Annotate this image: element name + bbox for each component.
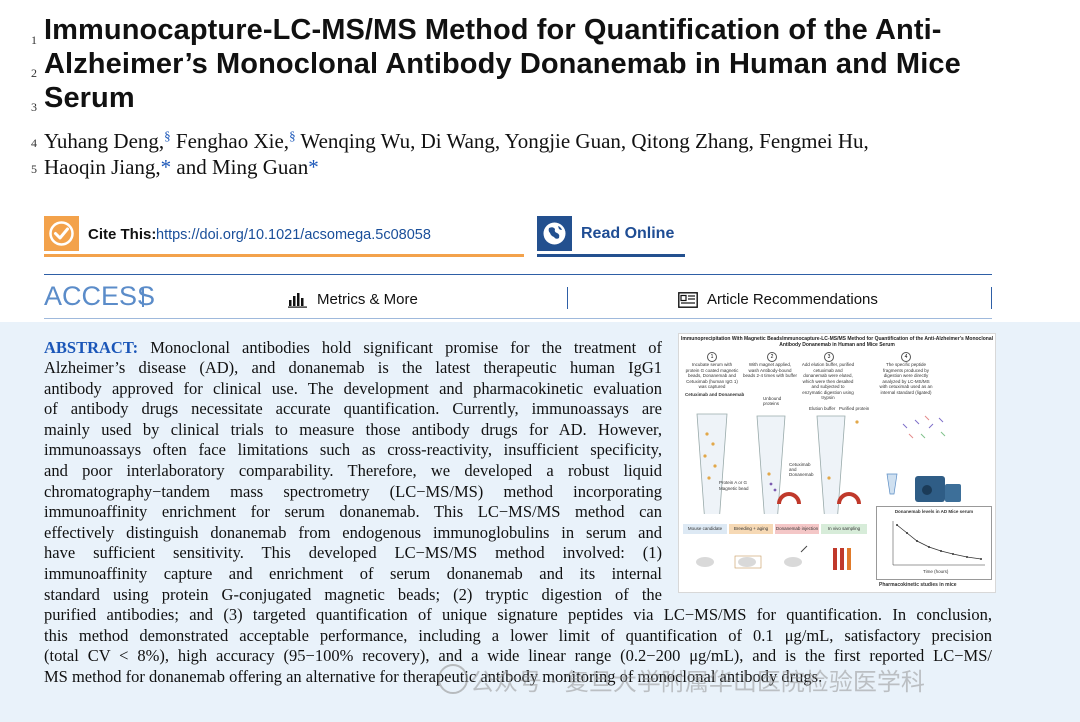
graphic-label: Magnetic bead	[719, 486, 749, 491]
step-marker: 4	[901, 352, 911, 362]
timeline-step: Mouse candidate	[683, 524, 727, 534]
pk-chart: Donanemab levels in AD Mice serum Time (…	[876, 506, 992, 580]
access-separator	[142, 288, 144, 307]
step-text: Add elution buffer, purified cetuximab a…	[801, 362, 855, 400]
graphic-title: Immunoprecipitation With Magnetic BeadsI…	[681, 336, 993, 348]
author-name[interactable]: Fenghao Xie,	[170, 129, 290, 153]
graphical-abstract[interactable]: Immunoprecipitation With Magnetic BeadsI…	[678, 333, 996, 593]
timeline-step: Donanemab injection	[775, 524, 819, 534]
doi-link[interactable]: https://doi.org/10.1021/acsomega.5c08058	[156, 227, 431, 243]
abstract-line: have sufficient sensitivity. This develo…	[44, 543, 662, 562]
tube-illustrations	[696, 413, 961, 514]
abstract-line: purified antibodies; and (3) targeted qu…	[44, 605, 992, 624]
access-top-rule	[44, 274, 992, 275]
pk-chart-title: Donanemab levels in AD Mice serum	[894, 509, 974, 514]
abstract-line: of antibody drugs necessitate accurate q…	[44, 399, 662, 418]
graphic-label: Elution buffer	[809, 406, 836, 411]
graphic-label: Protein A or G	[719, 480, 748, 485]
abstract-line: (total CV < 8%), high accuracy (95−100% …	[44, 646, 992, 665]
read-online-label: Read Online	[581, 225, 675, 242]
access-divider	[567, 287, 568, 309]
checkmark-icon	[44, 216, 79, 251]
abstract-line: Alzheimer’s disease (AD), and donanemab …	[44, 358, 662, 377]
author-list-line-2: Haoqin Jiang,* and Ming Guan*	[44, 155, 319, 180]
read-online-button[interactable]: Read Online	[537, 212, 685, 257]
cite-this-box[interactable]: Cite This: https://doi.org/10.1021/acsom…	[44, 212, 524, 257]
metrics-icon[interactable]	[288, 292, 308, 308]
article-recommendations-link[interactable]: Article Recommendations	[707, 291, 878, 308]
metrics-more-link[interactable]: Metrics & More	[317, 291, 418, 308]
timeline-step: Breeding + aging	[729, 524, 773, 534]
equal-contribution-mark[interactable]: §	[164, 128, 171, 143]
author-list-line-1: Yuhang Deng,§ Fenghao Xie,§ Wenqing Wu, …	[44, 128, 869, 154]
abstract-line: and poor interlaboratory comparability. …	[44, 461, 662, 480]
access-bottom-rule	[44, 318, 992, 319]
pk-caption: Pharmacokinetic studies in mice	[879, 582, 957, 588]
watermark-text: 公众号 · 复旦大学附属华山医院检验医学科	[470, 668, 925, 696]
line-number: 4	[31, 136, 37, 150]
author-name[interactable]: Haoqin Jiang,	[44, 155, 161, 179]
graphic-label: Cetuximab and Donanemab	[789, 462, 814, 477]
graphic-label: Unbound proteins	[763, 396, 782, 406]
author-name[interactable]: Yuhang Deng,	[44, 129, 165, 153]
abstract-line: effectively distinguish donanemab from e…	[44, 523, 662, 542]
pk-chart-xlabel: Time (hours)	[923, 569, 949, 574]
abstract-line: antibody approved for clinical use. The …	[44, 379, 662, 398]
graphic-label: Purified protein	[839, 406, 870, 411]
pk-curve	[892, 521, 985, 566]
step-text: With magnet applied, wash Antibody-bound…	[743, 362, 797, 378]
step-text: Incubate serum with protein G coated mag…	[685, 362, 739, 389]
step-marker: 1	[707, 352, 717, 362]
line-number: 3	[31, 100, 37, 114]
abstract-line: immunoaffinity enrichment for serum dona…	[44, 502, 662, 521]
mice-illustrations	[696, 545, 851, 570]
author-names: Wenqing Wu, Di Wang, Yongjie Guan, Qiton…	[295, 129, 869, 153]
abstract-line: immunoassays often face limitations such…	[44, 440, 662, 459]
abstract-line: ABSTRACT: Monoclonal antibodies hold sig…	[44, 338, 662, 357]
abstract-line: MS method for donanemab offering an alte…	[44, 667, 823, 686]
access-heading: ACCESS	[44, 281, 156, 311]
abstract-heading: ABSTRACT:	[44, 338, 139, 357]
line-number: 5	[31, 162, 37, 176]
abstract-line: mainly used by clinical trials to measur…	[44, 420, 662, 439]
abstract-line: standard using protein G-conjugated magn…	[44, 585, 662, 604]
access-divider	[991, 287, 992, 309]
cite-this-label: Cite This:	[88, 226, 157, 243]
wechat-icon	[438, 664, 468, 694]
timeline-strip: Mouse candidate Breeding + aging Donanem…	[683, 524, 871, 534]
article-title-line-1: Immunocapture-LC-MS/MS Method for Quanti…	[44, 14, 942, 46]
author-name[interactable]: and Ming Guan	[171, 155, 309, 179]
corresponding-mark[interactable]: *	[160, 155, 172, 179]
step-marker: 2	[767, 352, 777, 362]
abstract-line: immunoaffinity capture and enrichment of…	[44, 564, 662, 583]
step-text: The specific peptide fragments produced …	[879, 362, 933, 395]
step-marker: 3	[824, 352, 834, 362]
abstract-line: chromatography−tandem mass spectrometry …	[44, 482, 662, 501]
timeline-step: In vivo sampling	[821, 524, 867, 534]
article-title-line-3: Serum	[44, 82, 135, 114]
line-number: 1	[31, 33, 37, 47]
graphic-label: Cetuximab and Donanemab	[685, 392, 745, 397]
recommendations-icon[interactable]	[678, 292, 698, 308]
line-number: 2	[31, 66, 37, 80]
globe-icon	[537, 216, 572, 251]
corresponding-mark[interactable]: *	[308, 155, 319, 179]
equal-contribution-mark[interactable]: §	[289, 128, 296, 143]
article-title-line-2: Alzheimer’s Monoclonal Antibody Donanema…	[44, 48, 961, 80]
abstract-line: this method demonstrated acceptable perf…	[44, 626, 992, 645]
